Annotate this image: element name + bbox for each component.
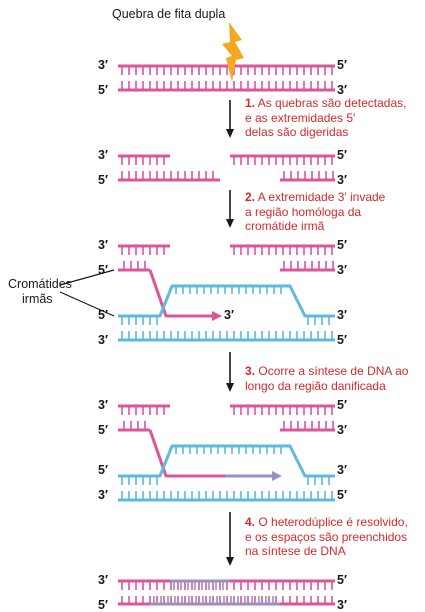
step-text-line: Ocorre a síntese de DNA ao — [258, 364, 409, 378]
step-text-line: e as extremidades 5′ — [245, 110, 356, 125]
end-label: 5′ — [98, 173, 108, 187]
process-arrow-head — [226, 557, 234, 566]
step-1-caption: 1. As quebras são detectadas, e as extre… — [245, 96, 425, 140]
end-label: 5′ — [98, 83, 108, 97]
end-label: 3′ — [98, 58, 108, 72]
step-text-line: longo da região danificada — [245, 378, 386, 393]
new-dna-arrowhead — [272, 471, 282, 481]
sister-chromatid-top — [118, 444, 335, 478]
label-pointer-line — [59, 269, 115, 286]
end-label: 5′ — [98, 463, 108, 477]
step-text-line: a região homóloga da — [245, 204, 362, 219]
step-text-line: A extremidade 3′ invade — [257, 190, 386, 204]
end-label: 3′ — [337, 423, 347, 437]
step-text-line: As quebras são detectadas, — [257, 96, 407, 110]
end-label: 3′ — [98, 398, 108, 412]
label-pointer-line — [59, 291, 115, 317]
end-label: 5′ — [98, 423, 108, 437]
step-2-caption: 2. A extremidade 3′ invade a região homó… — [245, 190, 425, 234]
process-arrow-head — [226, 219, 234, 228]
sister-chromatid-top — [118, 284, 335, 318]
lightning-bolt-icon — [222, 22, 244, 82]
end-label: 5′ — [98, 598, 108, 612]
side-label-line-1: Cromátides — [8, 277, 72, 291]
end-label: 5′ — [337, 573, 347, 587]
process-arrow-head — [226, 383, 234, 392]
end-label: 5′ — [337, 238, 347, 252]
end-label: 3′ — [98, 333, 108, 347]
step-text-line: O heterodúplice é resolvido, — [258, 515, 408, 529]
end-label: 5′ — [98, 308, 108, 322]
end-label: 3′ — [98, 488, 108, 502]
step-text-line: delas são digeridas — [245, 125, 349, 139]
step-number: 2. — [245, 190, 256, 204]
step-4-caption: 4. O heterodúplice é resolvido, e os esp… — [245, 515, 425, 559]
step-number: 1. — [245, 96, 256, 110]
process-arrow-head — [226, 129, 234, 138]
end-label: 3′ — [337, 263, 347, 277]
step-text-line: na síntese de DNA — [245, 544, 346, 558]
side-label-line-2: irmãs — [22, 292, 53, 306]
step-number: 3. — [245, 364, 256, 378]
end-label: 5′ — [98, 263, 108, 277]
end-label: 3′ — [98, 238, 108, 252]
end-label: 3′ — [337, 598, 347, 612]
end-label: 3′ — [337, 308, 347, 322]
end-label: 5′ — [337, 488, 347, 502]
diagram-title: Quebra de fita dupla — [112, 7, 226, 21]
end-label: 5′ — [337, 333, 347, 347]
step-text-line: cromátide irmã — [245, 219, 325, 233]
new-strand-end-label: 3′ — [224, 308, 234, 322]
step-number: 4. — [245, 515, 256, 529]
end-label: 5′ — [337, 148, 347, 162]
step-text-line: e os espaços são preenchidos — [245, 529, 408, 544]
end-label: 5′ — [337, 58, 347, 72]
end-label: 3′ — [337, 173, 347, 187]
end-label: 5′ — [337, 398, 347, 412]
invading-strand-path — [148, 429, 225, 478]
end-label: 3′ — [98, 573, 108, 587]
step-3-caption: 3. Ocorre a síntese de DNA ao longo da r… — [245, 364, 425, 393]
strand-arrowhead — [212, 311, 222, 321]
end-label: 3′ — [98, 148, 108, 162]
end-label: 3′ — [337, 83, 347, 97]
invading-strand-path — [148, 269, 212, 318]
end-label: 3′ — [337, 463, 347, 477]
